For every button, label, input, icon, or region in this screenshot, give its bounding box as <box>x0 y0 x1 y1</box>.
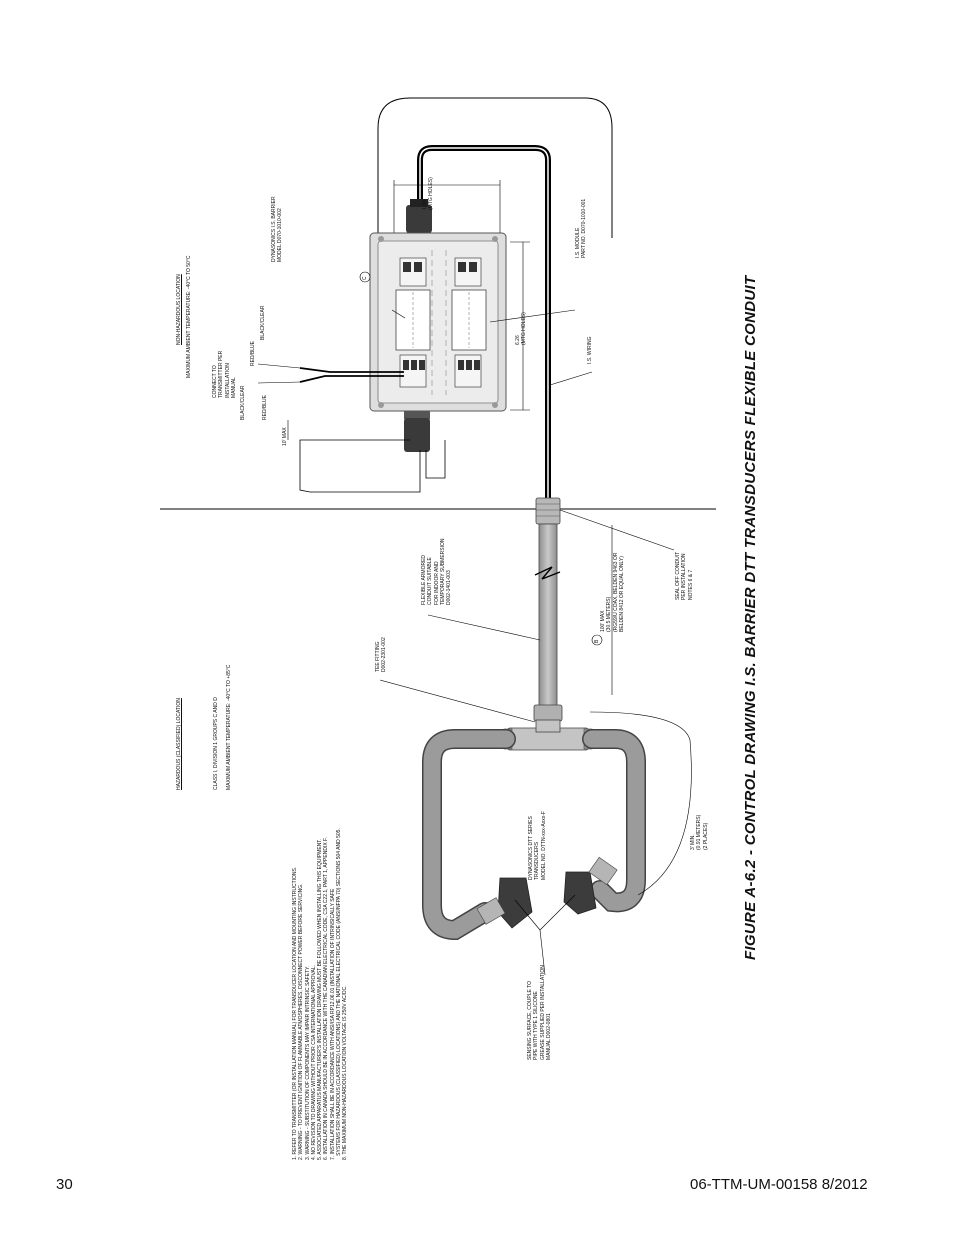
seal-off-fitting <box>535 497 561 525</box>
mtg-holes-6-26-label: 6.26 (MTG HOLES) <box>515 312 528 345</box>
transducers-label: DYNASONICS DTT SERIES TRANSDUCERS MODEL … <box>528 811 547 880</box>
installation-notes: 1. REFER TO TRANSMITTER (OR INSTALLATION… <box>292 828 348 1160</box>
red-blue-label: RED/BLUE <box>262 394 268 420</box>
bottom-wiring <box>299 439 421 493</box>
cable-spec-label: 100' MAX (30.5 METERS) (RG59/U COAX, BEL… <box>600 552 625 632</box>
bubble-c-label: C <box>362 276 368 280</box>
leader-lines <box>379 309 692 976</box>
is-module-label: I.S. MODULE PART NO. D070-1010-001 <box>575 198 588 258</box>
page-number: 30 <box>56 1176 73 1193</box>
dimension-6-26 <box>510 241 530 411</box>
document-id: 06-TTM-UM-00158 8/2012 <box>690 1176 868 1193</box>
bubble-b-label: B <box>594 639 600 643</box>
non-hazardous-ambient: MAXIMUM AMBIENT TEMPERATURE: -40°C TO 50… <box>186 255 192 378</box>
non-hazardous-heading: NON-HAZARDOUS LOCATION <box>176 274 182 345</box>
tee-fitting <box>503 704 593 751</box>
hazardous-ambient: MAXIMUM AMBIENT TEMPERATURE: -40°C TO +8… <box>226 664 232 790</box>
ten-ft-max-label: 10' MAX <box>282 427 288 446</box>
hazardous-heading: HAZARDOUS (CLASSIFIED) LOCATION <box>176 698 182 790</box>
flexible-conduit <box>534 523 561 715</box>
connect-transmitter-label: CONNECT TO TRANSMITTER PER INSTALLATION … <box>212 350 237 398</box>
flexible-conduit-label: FLEXIBLE ARMORED CONDUIT SUITABLE FOR IN… <box>421 538 452 606</box>
transmitter-leads <box>257 363 404 384</box>
red-blue-top-label: RED/BLUE <box>250 340 256 366</box>
sensing-surface-label: SENSING SURFACE, COUPLE TO PIPE WITH TYP… <box>527 965 552 1060</box>
mtg-holes-1-60-label: 1.60 (MTG HOLES) <box>422 177 435 210</box>
figure-title: FIGURE A-6.2 - CONTROL DRAWING I.S. BARR… <box>742 275 759 960</box>
transducer-right <box>563 856 618 915</box>
callout-bubble-b <box>591 634 603 646</box>
barrier-model-label: DYNASONICS I.S. BARRIER MODEL D070-1010-… <box>271 196 284 262</box>
tee-fitting-label: TEE FITTING D002-2301-002 <box>375 637 388 672</box>
is-wiring-label: I.S. WIRING <box>587 336 593 365</box>
seal-off-label: SEAL OFF CONDUIT PER INSTALLATION NOTES … <box>675 551 694 600</box>
transducer-left <box>476 877 533 929</box>
top-cable-gland <box>406 199 432 233</box>
hazardous-class: CLASS I, DIVISION 1 GROUPS C AND D <box>213 697 219 790</box>
is-barrier-enclosure <box>369 232 507 412</box>
dimension-1-60 <box>393 180 501 240</box>
three-ft-min-label: 3' MIN. (0.91 METERS) (2 PLACES) <box>690 814 709 850</box>
black-clear-label: BLACK/CLEAR <box>240 385 246 420</box>
transmitter-loop-wire <box>377 97 613 238</box>
callout-bubble-c <box>359 271 371 283</box>
black-clear-top-label: BLACK/CLEAR <box>260 305 266 340</box>
